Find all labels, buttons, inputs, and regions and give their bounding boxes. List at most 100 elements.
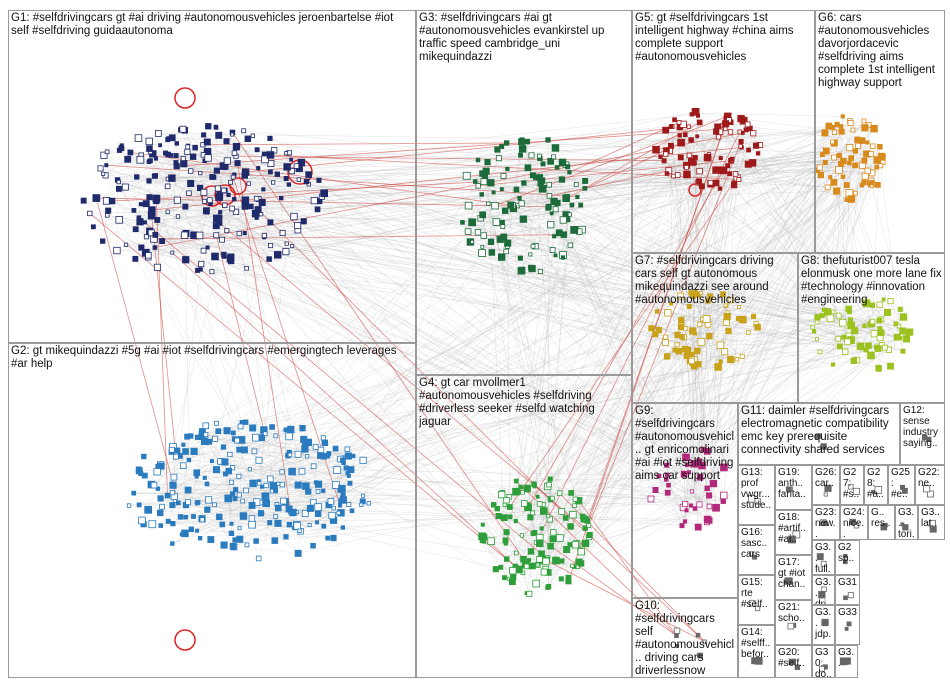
node-g1[interactable] <box>104 149 110 155</box>
node-g2[interactable] <box>237 526 242 531</box>
node-g2[interactable] <box>359 502 364 507</box>
node-g2[interactable] <box>248 515 256 522</box>
node-g1[interactable] <box>204 154 212 162</box>
node-g1[interactable] <box>136 155 145 164</box>
node-g1[interactable] <box>284 151 289 156</box>
node-g1[interactable] <box>219 162 228 170</box>
node-g1[interactable] <box>143 234 149 240</box>
node-g1[interactable] <box>121 183 129 191</box>
node-g1[interactable] <box>228 179 233 185</box>
node-g1[interactable] <box>267 169 273 175</box>
node-g2[interactable] <box>325 453 331 459</box>
node-g2[interactable] <box>221 458 229 466</box>
node-g1[interactable] <box>205 245 210 250</box>
node-g1[interactable] <box>164 183 171 190</box>
node-g1[interactable] <box>142 200 150 208</box>
node-g1[interactable] <box>200 247 207 254</box>
node-g2[interactable] <box>294 549 302 557</box>
node-g2[interactable] <box>174 447 181 454</box>
node-g2[interactable] <box>306 504 314 512</box>
node-g1[interactable] <box>187 168 194 174</box>
node-g1[interactable] <box>223 157 231 165</box>
node-g1[interactable] <box>254 147 260 153</box>
node-g1[interactable] <box>154 216 161 223</box>
node-g1[interactable] <box>132 226 139 233</box>
node-g2[interactable] <box>243 487 249 494</box>
node-g2[interactable] <box>202 475 207 480</box>
node-g2[interactable] <box>305 488 311 495</box>
node-g1[interactable] <box>116 185 122 192</box>
node-g2[interactable] <box>361 493 366 498</box>
node-g1[interactable] <box>300 218 307 225</box>
node-g1[interactable] <box>123 242 129 247</box>
node-g2[interactable] <box>236 492 242 498</box>
node-g1[interactable] <box>289 157 294 162</box>
node-g1[interactable] <box>266 256 272 262</box>
node-g2[interactable] <box>287 425 295 434</box>
node-g1[interactable] <box>206 197 213 203</box>
node-g1[interactable] <box>105 207 112 214</box>
node-g2[interactable] <box>255 456 263 464</box>
node-g1[interactable] <box>138 202 143 207</box>
node-g2[interactable] <box>347 466 355 474</box>
node-g1[interactable] <box>244 135 251 142</box>
node-g2[interactable] <box>197 536 203 541</box>
node-g1[interactable] <box>278 195 284 201</box>
node-g2[interactable] <box>204 496 213 504</box>
node-g2[interactable] <box>229 542 237 550</box>
node-g1[interactable] <box>152 231 159 238</box>
node-g2[interactable] <box>164 492 171 499</box>
node-g1[interactable] <box>316 177 322 183</box>
node-g2[interactable] <box>321 488 326 493</box>
node-g2[interactable] <box>229 521 234 526</box>
node-g2[interactable] <box>216 513 223 520</box>
node-g1[interactable] <box>283 175 289 181</box>
node-g1[interactable] <box>173 153 179 158</box>
node-g2[interactable] <box>194 434 201 440</box>
node-g2[interactable] <box>228 530 235 536</box>
node-g1[interactable] <box>146 145 153 152</box>
node-g2[interactable] <box>274 519 282 527</box>
node-g1[interactable] <box>290 212 298 221</box>
node-g1[interactable] <box>146 159 152 165</box>
node-g2[interactable] <box>223 427 231 435</box>
node-g1[interactable] <box>154 130 162 137</box>
node-g1[interactable] <box>244 265 249 271</box>
node-g1[interactable] <box>174 141 179 146</box>
node-g2[interactable] <box>222 471 228 477</box>
node-g1[interactable] <box>198 260 205 268</box>
node-g1[interactable] <box>201 198 207 204</box>
node-g1[interactable] <box>179 125 187 133</box>
node-g1[interactable] <box>253 195 260 202</box>
node-g1[interactable] <box>219 236 226 243</box>
node-g2[interactable] <box>236 473 242 479</box>
node-g1[interactable] <box>203 138 211 146</box>
node-g2[interactable] <box>233 487 239 493</box>
node-g1[interactable] <box>230 174 236 180</box>
node-g2[interactable] <box>310 463 317 470</box>
node-g2[interactable] <box>135 467 143 475</box>
node-g2[interactable] <box>150 481 158 489</box>
node-g2[interactable] <box>315 488 321 494</box>
node-g1[interactable] <box>104 163 109 168</box>
node-g2[interactable] <box>186 457 192 463</box>
node-g2[interactable] <box>366 501 372 506</box>
node-g1[interactable] <box>310 197 318 205</box>
node-g1[interactable] <box>286 182 292 187</box>
node-g2[interactable] <box>340 525 346 530</box>
node-g1[interactable] <box>187 179 195 187</box>
node-g1[interactable] <box>195 231 204 240</box>
node-g1[interactable] <box>108 197 116 205</box>
node-g2[interactable] <box>179 532 184 537</box>
node-g1[interactable] <box>148 206 156 214</box>
node-g2[interactable] <box>273 433 279 439</box>
node-g2[interactable] <box>332 445 339 452</box>
node-g2[interactable] <box>256 481 262 486</box>
node-g1[interactable] <box>241 168 250 176</box>
node-g2[interactable] <box>148 520 157 529</box>
node-g1[interactable] <box>215 193 224 201</box>
node-g2[interactable] <box>182 448 189 455</box>
node-g2[interactable] <box>320 435 326 441</box>
node-g1[interactable] <box>205 123 212 130</box>
node-g2[interactable] <box>212 435 219 442</box>
